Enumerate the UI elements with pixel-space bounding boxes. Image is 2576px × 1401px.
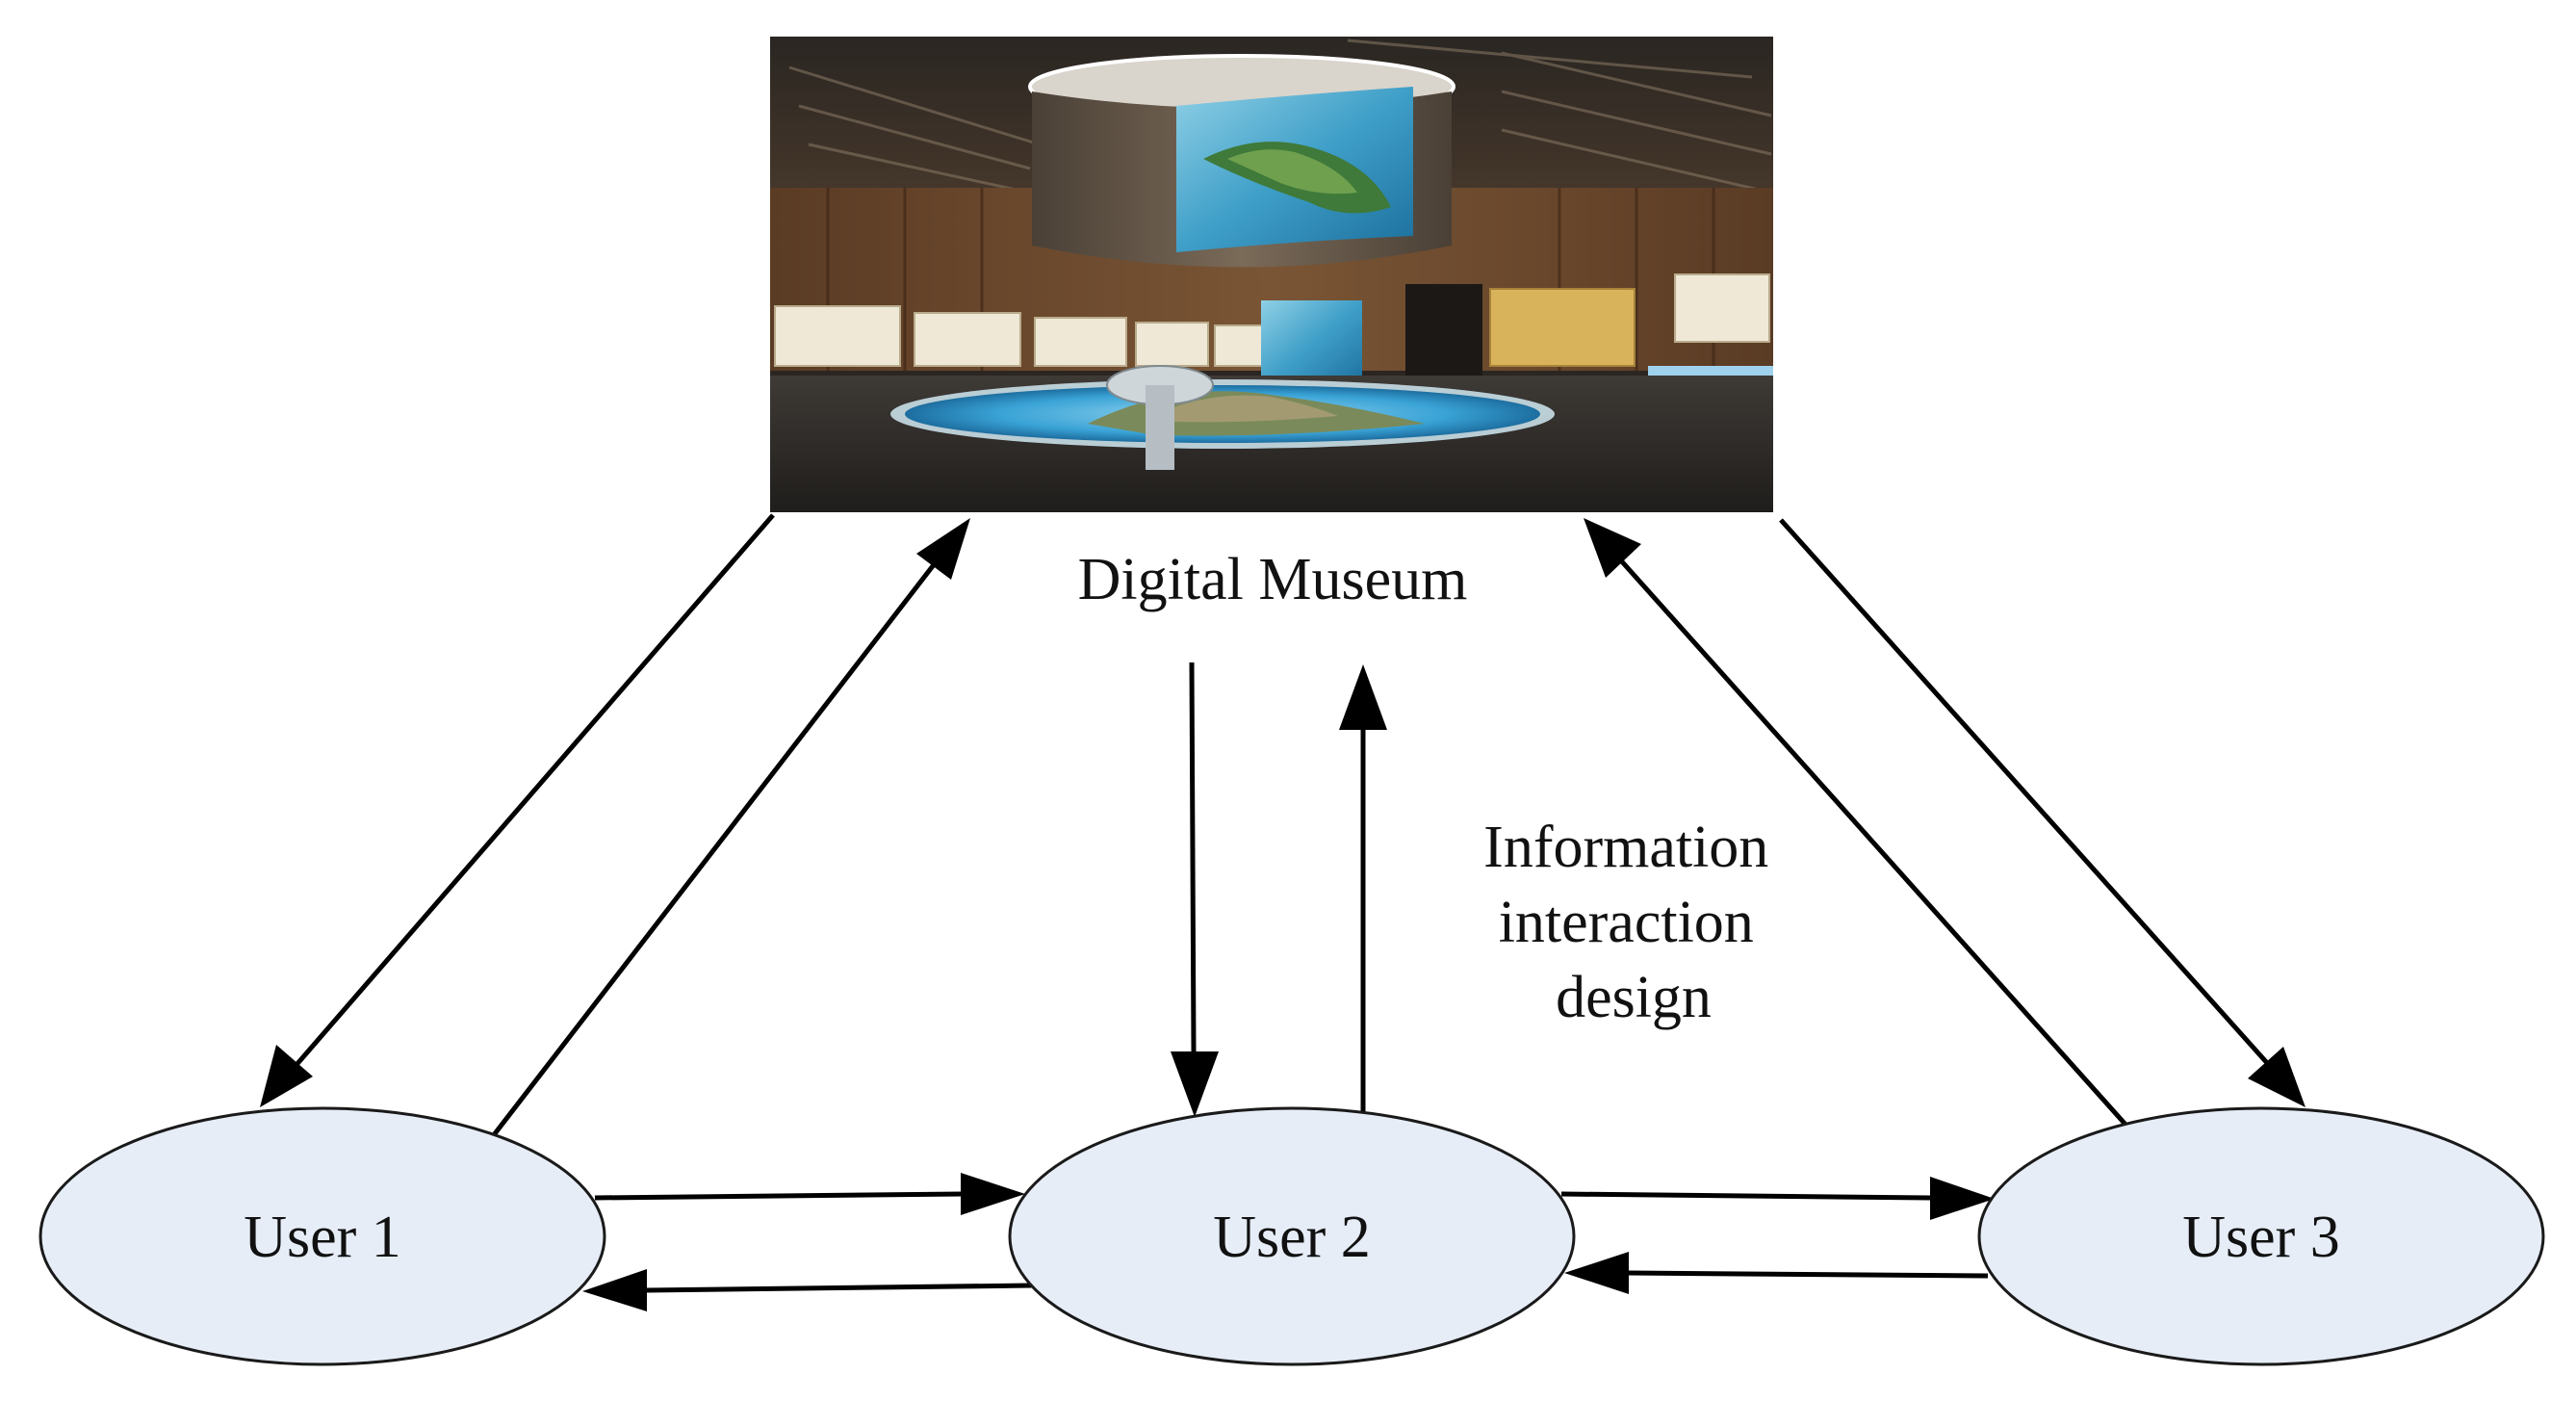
edge-user2-to-user3 [1560,1191,1931,1201]
user-2-ellipse [1008,1106,1576,1366]
user-node-1: User 1 [39,1106,606,1366]
interaction-line-3: design [1556,965,1712,1030]
museum-photo [770,37,1773,512]
user-3-label: User 3 [2182,1205,2340,1270]
arrowhead-user3-in [2248,1047,2306,1107]
interaction-label: Information interaction design [1483,815,1784,1030]
digital-museum-label: Digital Museum [1078,547,1468,612]
edge-user2-to-user1 [646,1283,1033,1293]
user-node-3: User 3 [1977,1106,2545,1366]
user-1-ellipse [39,1106,606,1366]
user-1-label: User 1 [244,1205,401,1270]
interaction-line-1: Information [1483,815,1768,880]
arrowhead-museum-from-user3 [1584,518,1641,578]
interaction-line-2: interaction [1499,890,1754,955]
edge-user3-to-user2 [1628,1270,1989,1279]
edge-museum-to-user3 [1779,518,2279,1076]
arrowhead-user2-from-user3 [1564,1252,1629,1294]
arrowhead-user2-from-user1 [961,1173,1025,1215]
edge-user1-to-user2 [594,1191,964,1201]
user-node-2: User 2 [1008,1106,1576,1366]
edges [260,513,2306,1311]
edge-museum-to-user1 [287,513,775,1076]
arrowhead-user2-in [1171,1051,1219,1117]
user-2-label: User 2 [1213,1205,1371,1270]
arrowhead-user3-from-user2 [1930,1177,1995,1220]
arrowhead-user1-in [260,1045,313,1107]
user-3-ellipse [1977,1106,2545,1366]
edge-museum-to-user2 [1189,662,1197,1052]
arrowhead-user1-from-user2 [582,1269,647,1311]
arrowhead-museum-from-user2 [1339,664,1387,730]
edge-user1-to-museum [491,557,940,1138]
arrowhead-museum-from-user1 [916,518,970,580]
edge-user3-to-museum [1617,557,2129,1129]
